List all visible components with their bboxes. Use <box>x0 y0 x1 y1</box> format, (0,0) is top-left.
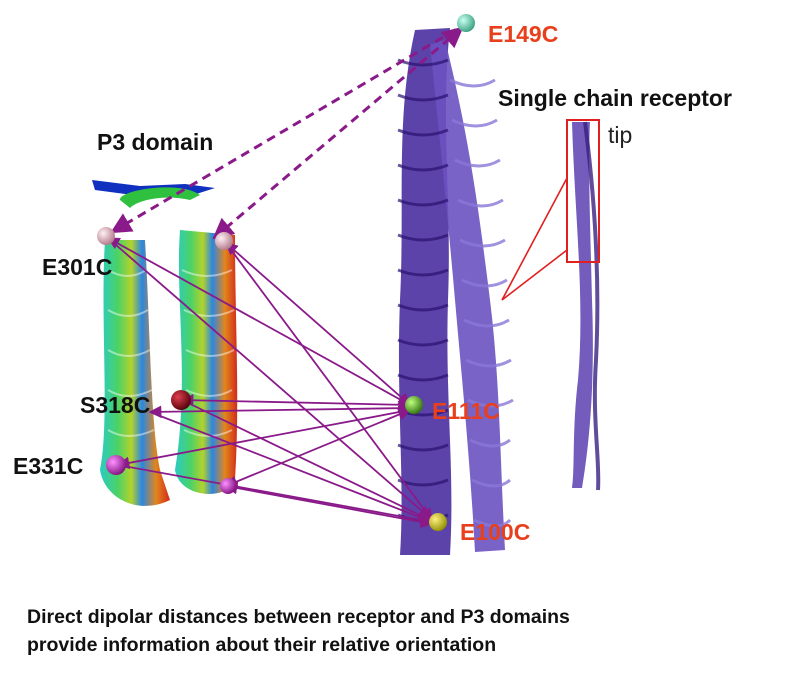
e149c-label: E149C <box>488 21 558 47</box>
spin-label-e149c <box>457 14 475 32</box>
caption-line-2: provide information about their relative… <box>27 634 497 656</box>
spin-label-e331c <box>106 455 126 475</box>
spin-label-e111c <box>405 396 423 414</box>
figure-caption: Direct dipolar distances between recepto… <box>27 603 787 659</box>
distance-arrows <box>106 237 434 529</box>
e111c-label: E111C <box>432 398 500 424</box>
single-chain-receptor-thumbnail <box>501 119 601 491</box>
caption-line-1: Direct dipolar distances between recepto… <box>27 606 570 628</box>
receptor-structure <box>397 28 514 555</box>
zoom-box <box>566 119 600 263</box>
dashed-distance-arrows <box>110 24 464 240</box>
e331c-label: E331C <box>13 453 83 479</box>
s318c-label: S318C <box>80 392 150 418</box>
e301c-label: E301C <box>42 254 112 280</box>
spin-label-e301c-a <box>97 227 115 245</box>
spin-label-e331c-b <box>220 478 236 494</box>
p3-domain-label: P3 domain <box>97 129 213 155</box>
spin-label-e301c-b <box>215 232 233 250</box>
spin-label-s318c <box>171 390 191 410</box>
e100c-label: E100C <box>460 519 530 545</box>
tip-label: tip <box>608 122 632 148</box>
single-chain-receptor-label: Single chain receptor <box>498 85 732 111</box>
spin-label-e100c <box>429 513 447 531</box>
